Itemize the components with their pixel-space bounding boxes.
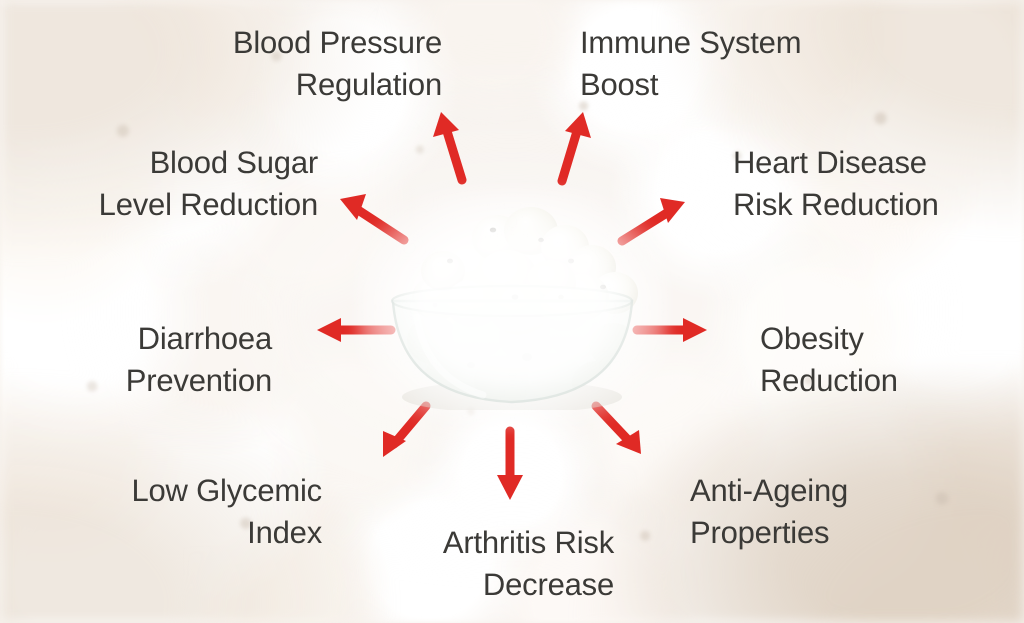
benefit-label-obesity: Obesity Reduction bbox=[760, 321, 898, 399]
benefit-label-blood-sugar: Blood Sugar Level Reduction bbox=[98, 145, 319, 223]
benefit-label-diarrhoea: Diarrhoea Prevention bbox=[125, 321, 272, 399]
benefit-label-blood-pressure: Blood Pressure Regulation bbox=[232, 25, 442, 103]
benefit-label-low-glycemic-index: Low Glycemic Index bbox=[131, 473, 322, 551]
bowl-glow bbox=[357, 189, 668, 426]
benefit-label-immune-system: Immune System Boost bbox=[580, 25, 802, 103]
benefit-label-anti-ageing: Anti-Ageing Properties bbox=[690, 473, 849, 551]
benefit-label-heart-disease: Heart Disease Risk Reduction bbox=[733, 145, 939, 223]
bowl-of-fox-nuts bbox=[357, 189, 668, 426]
benefit-label-arthritis: Arthritis Risk Decrease bbox=[442, 525, 614, 603]
